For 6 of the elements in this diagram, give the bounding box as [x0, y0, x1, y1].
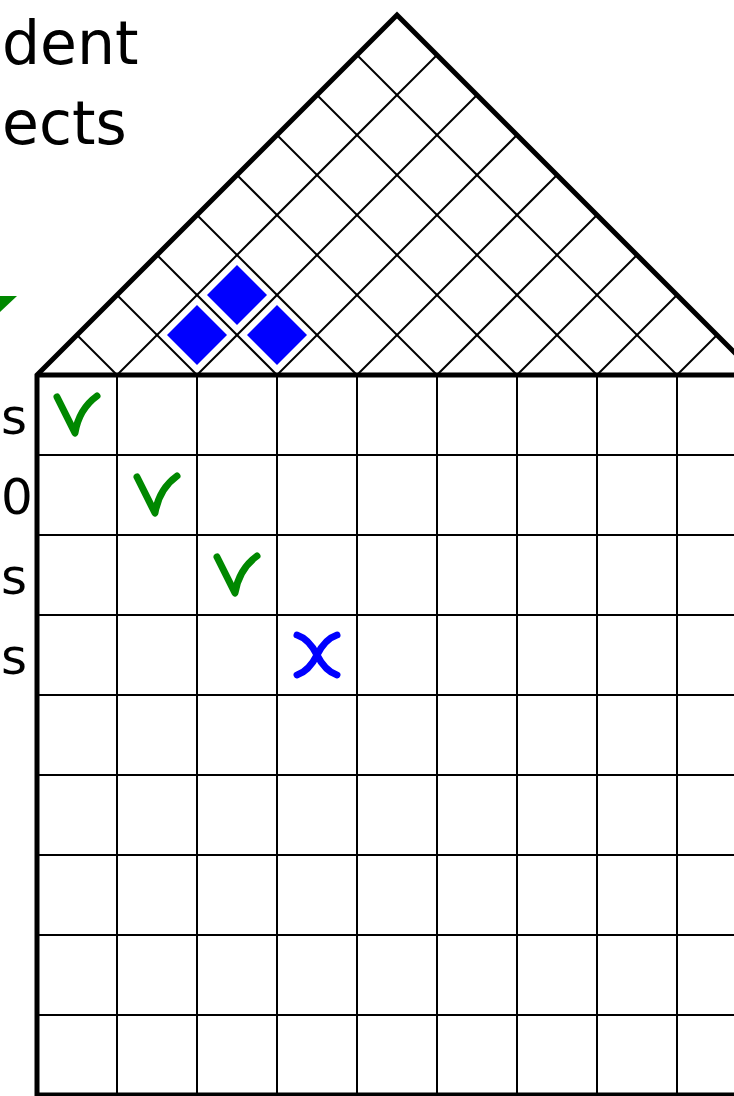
row-label: s	[1, 547, 28, 608]
row-label: s	[1, 627, 28, 688]
heading-text: ects	[2, 88, 127, 158]
row-label: 0	[1, 467, 33, 528]
heading-text: dent	[2, 8, 139, 78]
row-label: s	[1, 387, 28, 448]
